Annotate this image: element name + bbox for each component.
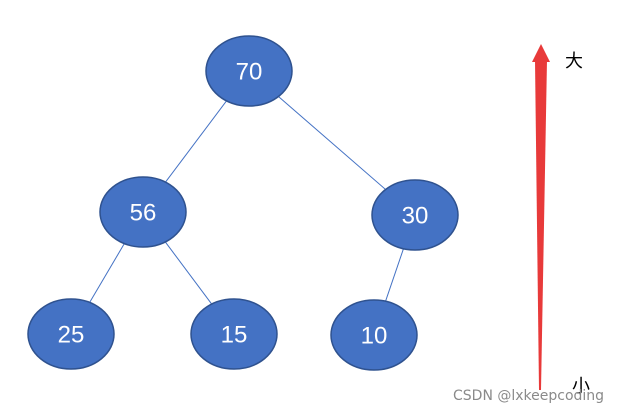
node-56-circle bbox=[99, 176, 187, 248]
node-30-circle bbox=[371, 179, 459, 251]
node-30-label: 30 bbox=[402, 203, 429, 230]
watermark: CSDN @lxkeepcoding bbox=[453, 388, 604, 404]
edge-70-30 bbox=[278, 96, 386, 190]
edge-30-10 bbox=[385, 248, 404, 302]
edge-56-25 bbox=[89, 243, 125, 303]
node-70: 70 bbox=[205, 35, 293, 107]
scale-arrow bbox=[532, 44, 550, 390]
node-10-circle bbox=[330, 299, 418, 371]
node-25-label: 25 bbox=[58, 322, 85, 349]
scale-top-label: 大 bbox=[565, 51, 583, 72]
node-15: 15 bbox=[190, 298, 278, 370]
node-25-circle bbox=[27, 298, 115, 370]
node-25: 25 bbox=[27, 298, 115, 370]
node-10-label: 10 bbox=[361, 323, 388, 350]
node-56-label: 56 bbox=[130, 200, 157, 227]
node-56: 56 bbox=[99, 176, 187, 248]
edge-56-15 bbox=[164, 241, 213, 305]
node-10: 10 bbox=[330, 299, 418, 371]
edge-70-56 bbox=[165, 100, 227, 183]
arrow-up-icon bbox=[532, 44, 550, 62]
node-70-circle bbox=[205, 35, 293, 107]
arrow-shaft bbox=[535, 60, 547, 390]
node-15-label: 15 bbox=[221, 322, 248, 349]
node-15-circle bbox=[190, 298, 278, 370]
scale-bottom-label: 小 bbox=[572, 376, 590, 397]
node-30: 30 bbox=[371, 179, 459, 251]
node-70-label: 70 bbox=[236, 59, 263, 86]
tree-edges bbox=[89, 96, 404, 305]
tree-nodes: 70 56 30 25 15 10 bbox=[27, 35, 459, 371]
